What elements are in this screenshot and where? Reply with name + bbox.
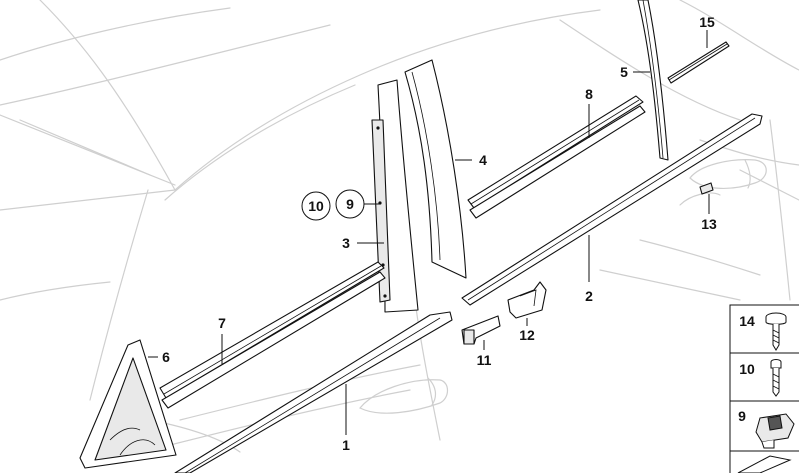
callout-labels: 1 2 3 4 5 6 7 8 11 12 13 15	[162, 14, 717, 453]
callout-8: 8	[585, 86, 593, 102]
callout-13: 13	[701, 216, 717, 232]
part-13-small-clip	[699, 182, 714, 214]
part-8-weather-strip	[467, 95, 646, 219]
clip-nut-icon	[755, 413, 795, 449]
legend-item-14: 14	[729, 304, 799, 354]
callout-2: 2	[585, 288, 593, 304]
screw-icon	[770, 359, 782, 397]
legend-item-partial	[729, 450, 799, 473]
callout-11: 11	[477, 352, 492, 368]
callout-15: 15	[699, 14, 715, 30]
part-1-lower-strip	[174, 311, 453, 473]
part-2-upper-strip	[461, 113, 763, 306]
part-11-clip	[461, 315, 501, 350]
callout-9: 9	[346, 196, 354, 212]
callout-5: 5	[620, 64, 628, 80]
callout-10: 10	[308, 198, 324, 214]
part-4-pillar-cover	[404, 59, 472, 279]
callout-3: 3	[342, 235, 350, 251]
legend-label-9: 9	[738, 408, 746, 424]
legend-item-9: 9	[729, 400, 799, 452]
callout-1: 1	[342, 437, 350, 453]
circled-callouts: 10 9	[301, 189, 365, 221]
part-7-weather-strip	[159, 261, 386, 409]
bolt-icon	[765, 312, 787, 351]
car-body-outline	[0, 0, 799, 453]
callout-6: 6	[162, 349, 170, 365]
callout-4: 4	[479, 152, 487, 168]
callout-7: 7	[218, 315, 226, 331]
legend-item-10: 10	[729, 352, 799, 402]
part-15-short-strip	[667, 30, 730, 84]
hardware-legend: 14 10 9	[729, 304, 799, 473]
part-5-frame-strip	[633, 0, 669, 161]
callout-12: 12	[519, 327, 535, 343]
part-6-corner-trim	[79, 339, 177, 469]
legend-label-10: 10	[739, 361, 755, 377]
legend-label-14: 14	[739, 313, 755, 329]
part-3-pillar-trim	[357, 79, 419, 313]
part-12-bracket	[507, 281, 547, 326]
